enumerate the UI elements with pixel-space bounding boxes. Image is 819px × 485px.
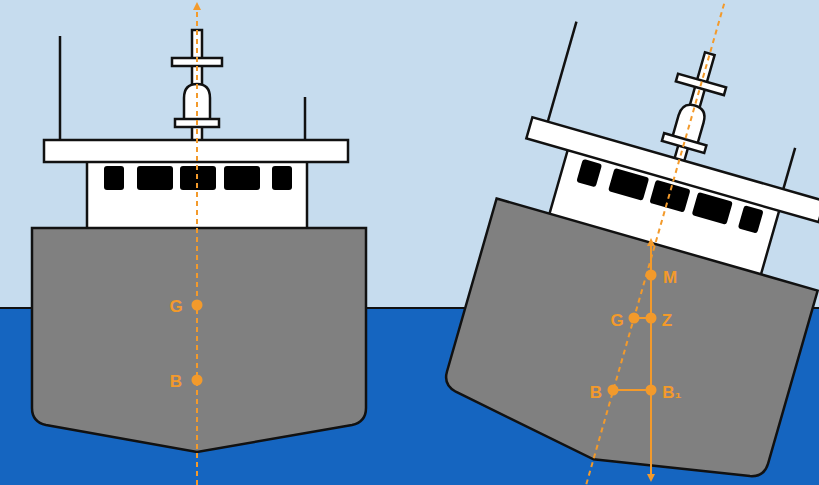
point-label: M: [663, 269, 677, 286]
ship-upright: [32, 30, 366, 452]
point-label: B: [590, 384, 602, 401]
ship-heeled: [394, 0, 819, 485]
point-label: B: [170, 373, 182, 390]
point-label: Z: [662, 312, 672, 329]
point-label: G: [610, 312, 623, 329]
point-label: B₁: [662, 384, 681, 401]
point-label: G: [169, 298, 182, 315]
